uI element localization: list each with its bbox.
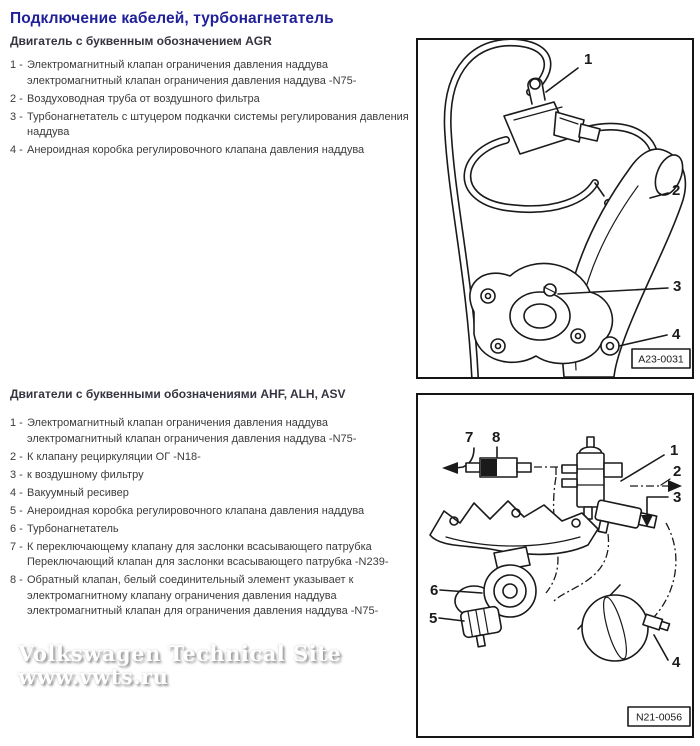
item-number: 3 - bbox=[10, 110, 23, 123]
arrow-3-drawing bbox=[641, 496, 669, 527]
callout-1: 1 bbox=[670, 442, 678, 459]
vacuum-reservoir-drawing bbox=[577, 584, 671, 662]
arrow-7-drawing bbox=[442, 447, 475, 474]
callout-6: 6 bbox=[430, 582, 438, 599]
section-heading-agr: Двигатель с буквенным обозначением AGR bbox=[10, 34, 272, 48]
site-watermark: Volkswagen Technical Site www.vwts.ru bbox=[18, 642, 341, 688]
item-number: 1 - bbox=[10, 59, 23, 71]
page-title: Подключение кабелей, турбонагнетатель bbox=[10, 10, 334, 27]
item-text: Анероидная коробка регулировочного клапа… bbox=[27, 144, 365, 156]
item-text: Турбонагнетатель с штуцером подкачки сис… bbox=[27, 110, 409, 139]
figure-code: A23-0031 bbox=[638, 354, 684, 366]
list-item: 7 - К переключающему клапану для заслонк… bbox=[10, 540, 416, 571]
callout-2: 2 bbox=[673, 463, 681, 480]
callout-3: 3 bbox=[673, 278, 681, 295]
list-item: 6 - Турбонагнетатель bbox=[10, 522, 416, 538]
item-text: К переключающему клапану для заслонки вс… bbox=[27, 540, 389, 569]
hose-drawing bbox=[443, 40, 552, 377]
callout-leaders bbox=[545, 67, 669, 347]
item-text: Воздуховодная труба от воздушного фильтр… bbox=[27, 92, 260, 105]
hose-drawing bbox=[463, 136, 605, 214]
item-number: 3 - bbox=[10, 468, 23, 481]
arrow-2-drawing bbox=[660, 478, 682, 492]
list-item: 3 - Турбонагнетатель с штуцером подкачки… bbox=[10, 110, 416, 141]
callout-7: 7 bbox=[465, 429, 473, 446]
item-text: Обратный клапан, белый соединительный эл… bbox=[27, 574, 379, 617]
callout-4: 4 bbox=[672, 654, 681, 671]
figure-code-box: A23-0031 bbox=[631, 348, 691, 369]
list-item: 2 - К клапану рециркуляции ОГ -N18- bbox=[10, 450, 416, 466]
list-item: 2 - Воздуховодная труба от воздушного фи… bbox=[10, 92, 416, 108]
item-number: 5 - bbox=[10, 504, 23, 517]
list-item: 4 - Вакуумный ресивер bbox=[10, 486, 416, 502]
diagram-agr-frame: 1 2 3 4 A23-0031 bbox=[416, 38, 694, 379]
list-item: 1 - Электромагнитный клапан ограничения … bbox=[10, 416, 416, 447]
legend-list-agr: 1 - Электромагнитный клапан ограничения … bbox=[10, 58, 416, 161]
list-item: 5 - Анероидная коробка регулировочного к… bbox=[10, 504, 416, 520]
callout-2: 2 bbox=[672, 182, 680, 199]
list-item: 1 - Электромагнитный клапан ограничения … bbox=[10, 58, 416, 89]
callout-1: 1 bbox=[584, 51, 592, 68]
item-text: Электромагнитный клапан ограничения давл… bbox=[27, 417, 357, 445]
item-text: Анероидная коробка регулировочного клапа… bbox=[27, 504, 365, 517]
item-number: 2 - bbox=[10, 92, 23, 105]
callout-8: 8 bbox=[492, 429, 500, 446]
manifold-turbo-drawing bbox=[429, 500, 599, 618]
section-heading-ahf: Двигатели с буквенными обозначениями AHF… bbox=[10, 387, 346, 401]
list-item: 3 - к воздушному фильтру bbox=[10, 468, 416, 484]
item-number: 1 - bbox=[10, 417, 23, 429]
legend-list-ahf: 1 - Электромагнитный клапан ограничения … bbox=[10, 416, 416, 622]
diagram-ahf-frame: 7 8 1 2 3 6 5 4 N21-0056 bbox=[416, 393, 694, 738]
solenoid-valve-drawing bbox=[503, 77, 601, 155]
callout-leaders bbox=[438, 454, 669, 661]
figure-code-box: N21-0056 bbox=[627, 706, 691, 727]
check-valve-drawing bbox=[465, 446, 532, 478]
item-text: Вакуумный ресивер bbox=[27, 486, 129, 499]
list-item: 4 - Анероидная коробка регулировочного к… bbox=[10, 143, 416, 159]
list-item: 8 - Обратный клапан, белый соединительны… bbox=[10, 573, 416, 620]
item-text: Электромагнитный клапан ограничения давл… bbox=[27, 59, 357, 87]
item-number: 8 - bbox=[10, 574, 23, 586]
item-number: 2 - bbox=[10, 450, 23, 463]
item-number: 7 - bbox=[10, 540, 23, 553]
callout-4: 4 bbox=[672, 326, 681, 343]
diagram-ahf-drawing: 7 8 1 2 3 6 5 4 N21-0056 bbox=[429, 429, 691, 727]
item-text: к воздушному фильтру bbox=[27, 468, 144, 481]
watermark-line1: Volkswagen Technical Site bbox=[18, 641, 342, 666]
callout-3: 3 bbox=[673, 489, 681, 506]
item-number: 4 - bbox=[10, 144, 23, 156]
callout-5: 5 bbox=[429, 610, 437, 627]
watermark-line2: www.vwts.ru bbox=[18, 664, 169, 689]
item-text: Турбонагнетатель bbox=[27, 522, 119, 535]
item-text: К клапану рециркуляции ОГ -N18- bbox=[27, 450, 201, 463]
aneroid-box-drawing bbox=[460, 605, 502, 648]
diagram-agr-drawing: 1 2 3 4 A23-0031 bbox=[443, 40, 691, 377]
item-number: 6 - bbox=[10, 522, 23, 535]
figure-code: N21-0056 bbox=[636, 712, 682, 724]
item-number: 4 - bbox=[10, 486, 23, 499]
